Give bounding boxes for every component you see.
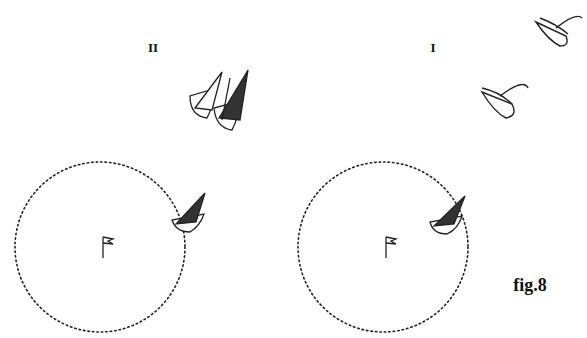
boat (214, 70, 248, 130)
zone-circle (15, 162, 185, 332)
boat (536, 16, 582, 46)
boat (430, 196, 465, 234)
figure-number: fig.8 (513, 276, 547, 294)
scenario-label: I (430, 41, 435, 54)
mark-flag (103, 237, 113, 258)
zone-circle (298, 162, 468, 332)
mark-flag (386, 237, 396, 258)
boat (482, 84, 528, 118)
scenario-label: II (148, 41, 158, 54)
boat (172, 193, 205, 232)
